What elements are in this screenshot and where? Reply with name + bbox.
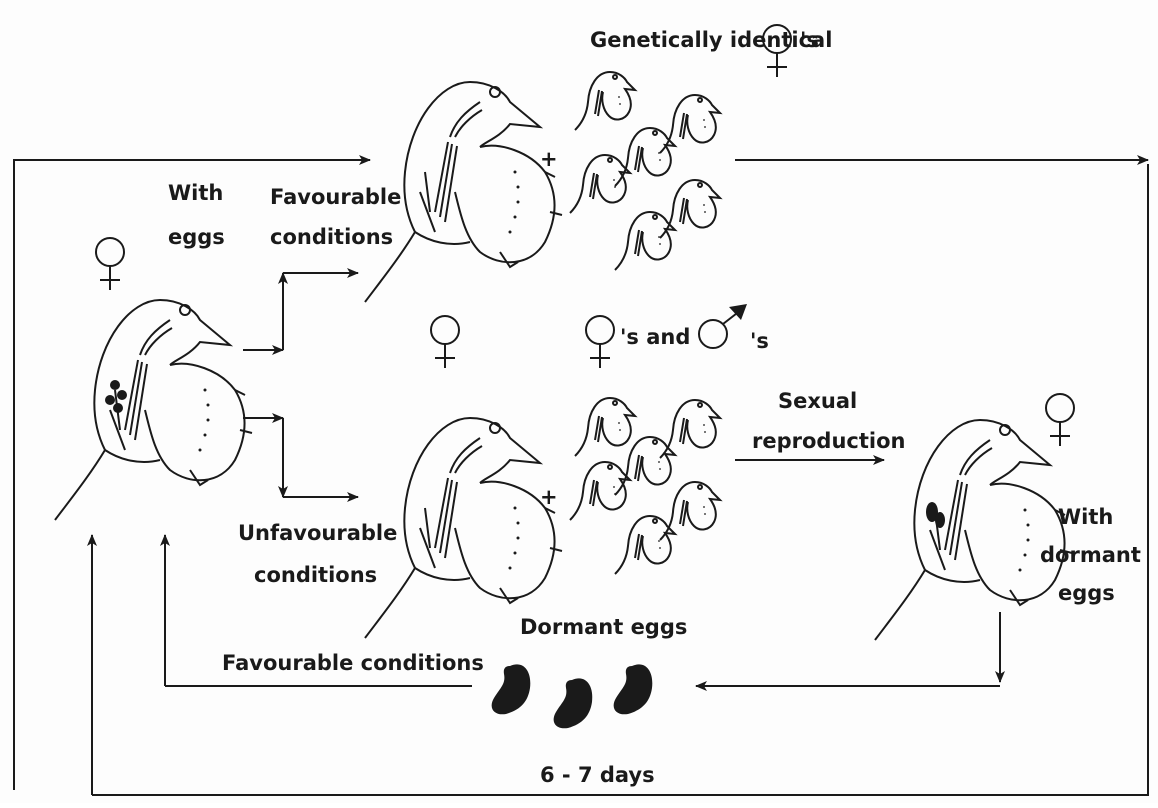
male-symbol-icon (699, 304, 747, 348)
daphnia-with-eggs-illustration (55, 300, 252, 520)
sexual-reproduction-line1: Sexual (778, 389, 857, 413)
with-eggs-label-line1: With (168, 181, 223, 205)
daphnia-with-dormant-eggs-illustration (875, 420, 1072, 640)
arrow-outer-to-top-adult (14, 160, 370, 790)
with-dormant-eggs-line3: eggs (1058, 581, 1115, 605)
with-dormant-eggs-line2: dormant (1040, 543, 1141, 567)
unfavourable-conditions-line2: conditions (254, 563, 377, 587)
dormant-eggs-label: Dormant eggs (520, 615, 687, 639)
dormant-egg-icon (614, 664, 653, 714)
female-symbol-icon (431, 316, 459, 368)
genetically-identical-label: Genetically identical (590, 28, 832, 52)
dormant-egg-icon (492, 664, 531, 714)
unfavourable-conditions-line1: Unfavourable (238, 521, 397, 545)
duration-label: 6 - 7 days (540, 763, 655, 787)
with-dormant-eggs-line1: With (1058, 505, 1113, 529)
genetically-identical-suffix: 's (800, 28, 819, 52)
with-eggs-label-line2: eggs (168, 225, 225, 249)
female-symbol-icon (586, 316, 614, 368)
favourable-conditions-top-line1: Favourable (270, 185, 401, 209)
dormant-egg-icon (554, 678, 593, 728)
females-and-label: 's and (620, 325, 690, 349)
female-symbol-icon (1046, 394, 1074, 446)
males-suffix-label: 's (750, 329, 769, 353)
female-symbol-icon (96, 238, 124, 290)
clonal-offspring-group (570, 72, 720, 270)
plus-sign-bottom: + (540, 485, 558, 509)
favourable-conditions-bottom-label: Favourable conditions (222, 651, 484, 675)
favourable-conditions-top-line2: conditions (270, 225, 393, 249)
mixed-offspring-group (570, 398, 720, 574)
plus-sign-top: + (540, 147, 558, 171)
sexual-reproduction-line2: reproduction (752, 429, 905, 453)
